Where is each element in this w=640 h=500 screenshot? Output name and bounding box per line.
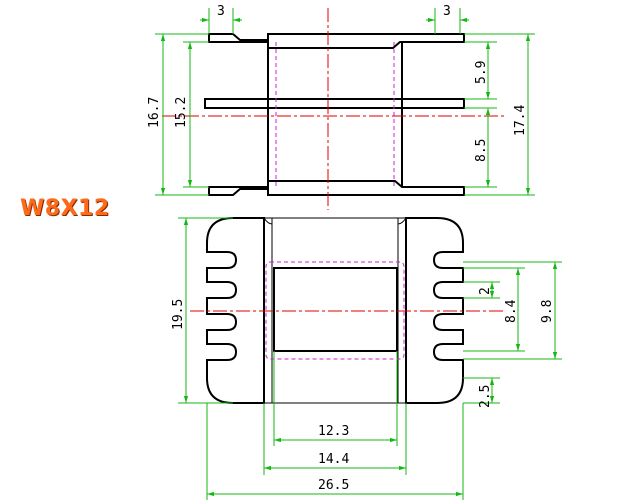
model-label: W8X12 [20, 196, 110, 221]
dim-pin-spacing: 2 [478, 287, 493, 295]
middle-flange [204, 98, 465, 109]
bottom-dimensions: 19.5 2 8.4 9.8 2.5 12.3 14.4 26.5 [171, 217, 562, 500]
dim-window-width: 12.3 [318, 424, 349, 439]
dim-lower-slot: 8.5 [474, 139, 489, 162]
dim-overall-height: 16.7 [147, 97, 162, 128]
dim-flange-span: 15.2 [174, 97, 189, 128]
dim-window-height: 8.4 [504, 299, 519, 323]
dim-top-right-width: 3 [443, 4, 451, 19]
base-outline [206, 217, 265, 404]
dim-upper-slot: 5.9 [474, 61, 489, 84]
base-outline-right [405, 217, 464, 404]
dim-base-height: 19.5 [171, 299, 186, 330]
dim-overall-width: 26.5 [318, 478, 349, 493]
core-window [273, 267, 398, 352]
top-flange [208, 33, 465, 49]
dim-pin-offset: 2.5 [478, 385, 493, 408]
dim-window-outer: 9.8 [540, 300, 555, 323]
dim-top-left-width: 3 [217, 4, 225, 19]
hidden-window [265, 261, 405, 360]
top-dimensions: 3 3 16.7 15.2 5.9 8.5 17.4 [147, 4, 535, 196]
bottom-view [190, 217, 505, 404]
bottom-flange [208, 180, 465, 196]
dim-right-height: 17.4 [513, 105, 528, 136]
top-view [162, 8, 505, 210]
dim-core-width: 14.4 [318, 452, 349, 467]
